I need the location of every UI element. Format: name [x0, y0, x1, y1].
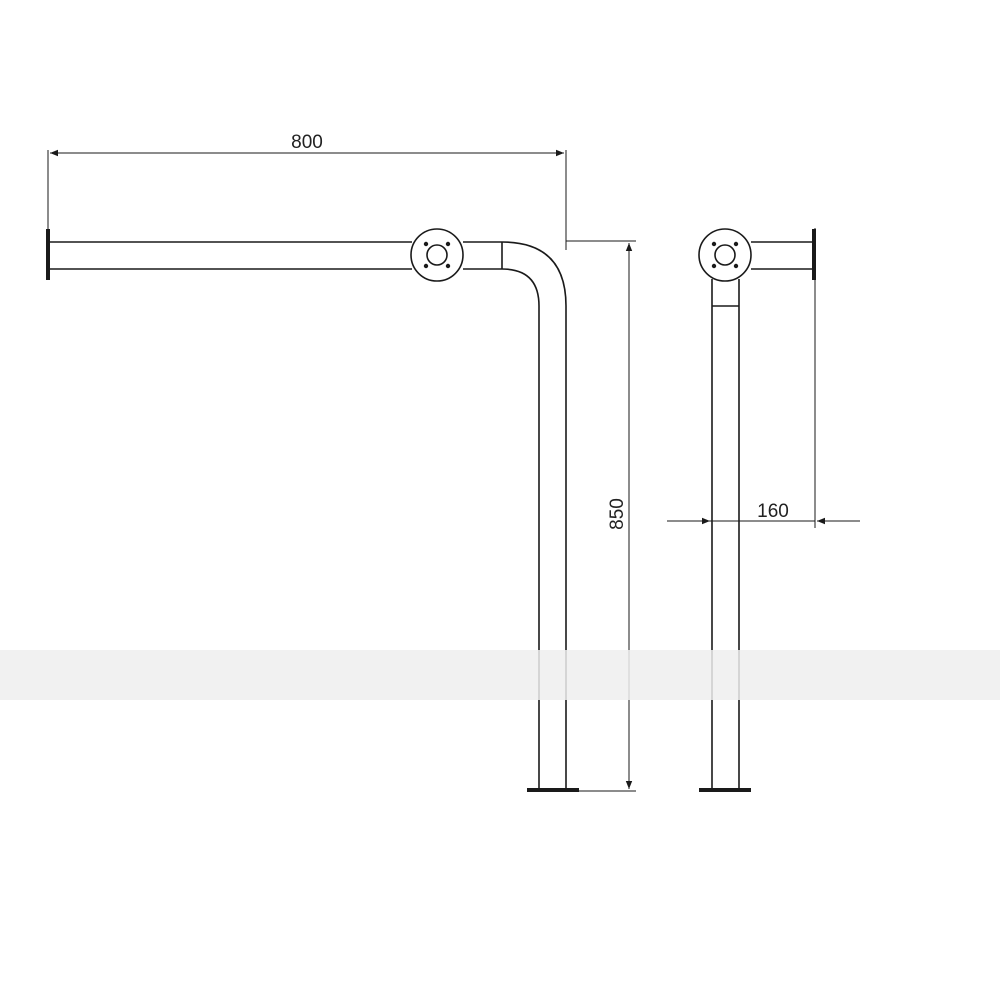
width-label: 800: [291, 132, 323, 153]
vertical-leg: [538, 306, 567, 789]
watermark-band: [0, 650, 1000, 700]
wall-plate-left: [46, 229, 50, 280]
wall-plate-right: [812, 229, 816, 280]
side-leg: [711, 306, 740, 789]
depth-label: 160: [757, 501, 789, 522]
bar-to-bend: [463, 241, 503, 270]
horizontal-bar: [50, 241, 412, 270]
side-neck: [711, 279, 740, 307]
mounting-flange-front: [410, 228, 464, 282]
dimension-depth: 160: [667, 228, 860, 528]
dimension-height: 850: [566, 240, 636, 792]
floor-plate-front: [527, 788, 579, 792]
mounting-flange-side: [698, 228, 752, 282]
elbow-bend: [501, 241, 567, 307]
height-label: 850: [607, 498, 628, 530]
floor-plate-side: [699, 788, 751, 792]
front-view: [46, 228, 579, 792]
side-arm: [751, 241, 812, 270]
side-view: [698, 228, 816, 792]
dimension-width: 800: [47, 132, 567, 250]
